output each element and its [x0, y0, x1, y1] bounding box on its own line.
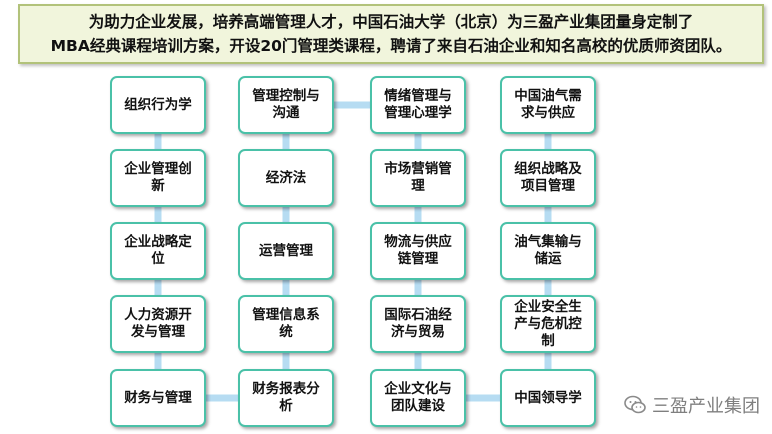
intro-line-1: 为助力企业发展，培养高端管理人才，中国石油大学（北京）为三盈产业集团量身定制了: [88, 13, 694, 31]
course-node: 经济法: [238, 149, 334, 207]
course-node: 市场营销管理: [370, 149, 466, 207]
course-node: 中国油气需求与供应: [500, 76, 596, 134]
course-node: 组织战略及项目管理: [500, 149, 596, 207]
watermark-text: 三盈产业集团: [652, 396, 760, 417]
course-node: 管理控制与沟通: [238, 76, 334, 134]
course-node: 管理信息系统: [238, 295, 334, 353]
course-node: 物流与供应链管理: [370, 222, 466, 280]
course-node: 国际石油经济与贸易: [370, 295, 466, 353]
course-node: 中国领导学: [500, 369, 596, 427]
intro-line-2: MBA经典课程培训方案，开设20门管理类课程，聘请了来自石油企业和知名高校的优质…: [50, 37, 732, 55]
course-node: 情绪管理与管理心理学: [370, 76, 466, 134]
course-node: 企业管理创新: [110, 149, 206, 207]
course-node: 企业安全生产与危机控制: [500, 295, 596, 353]
wechat-icon: [624, 395, 646, 414]
watermark: 三盈产业集团: [624, 392, 760, 418]
course-node: 油气集输与储运: [500, 222, 596, 280]
course-node: 财务与管理: [110, 369, 206, 427]
course-node: 财务报表分析: [238, 369, 334, 427]
course-node: 组织行为学: [110, 76, 206, 134]
intro-banner: 为助力企业发展，培养高端管理人才，中国石油大学（北京）为三盈产业集团量身定制了 …: [18, 4, 764, 64]
course-node: 运营管理: [238, 222, 334, 280]
course-node: 人力资源开发与管理: [110, 295, 206, 353]
course-node: 企业文化与团队建设: [370, 369, 466, 427]
course-node: 企业战略定位: [110, 222, 206, 280]
